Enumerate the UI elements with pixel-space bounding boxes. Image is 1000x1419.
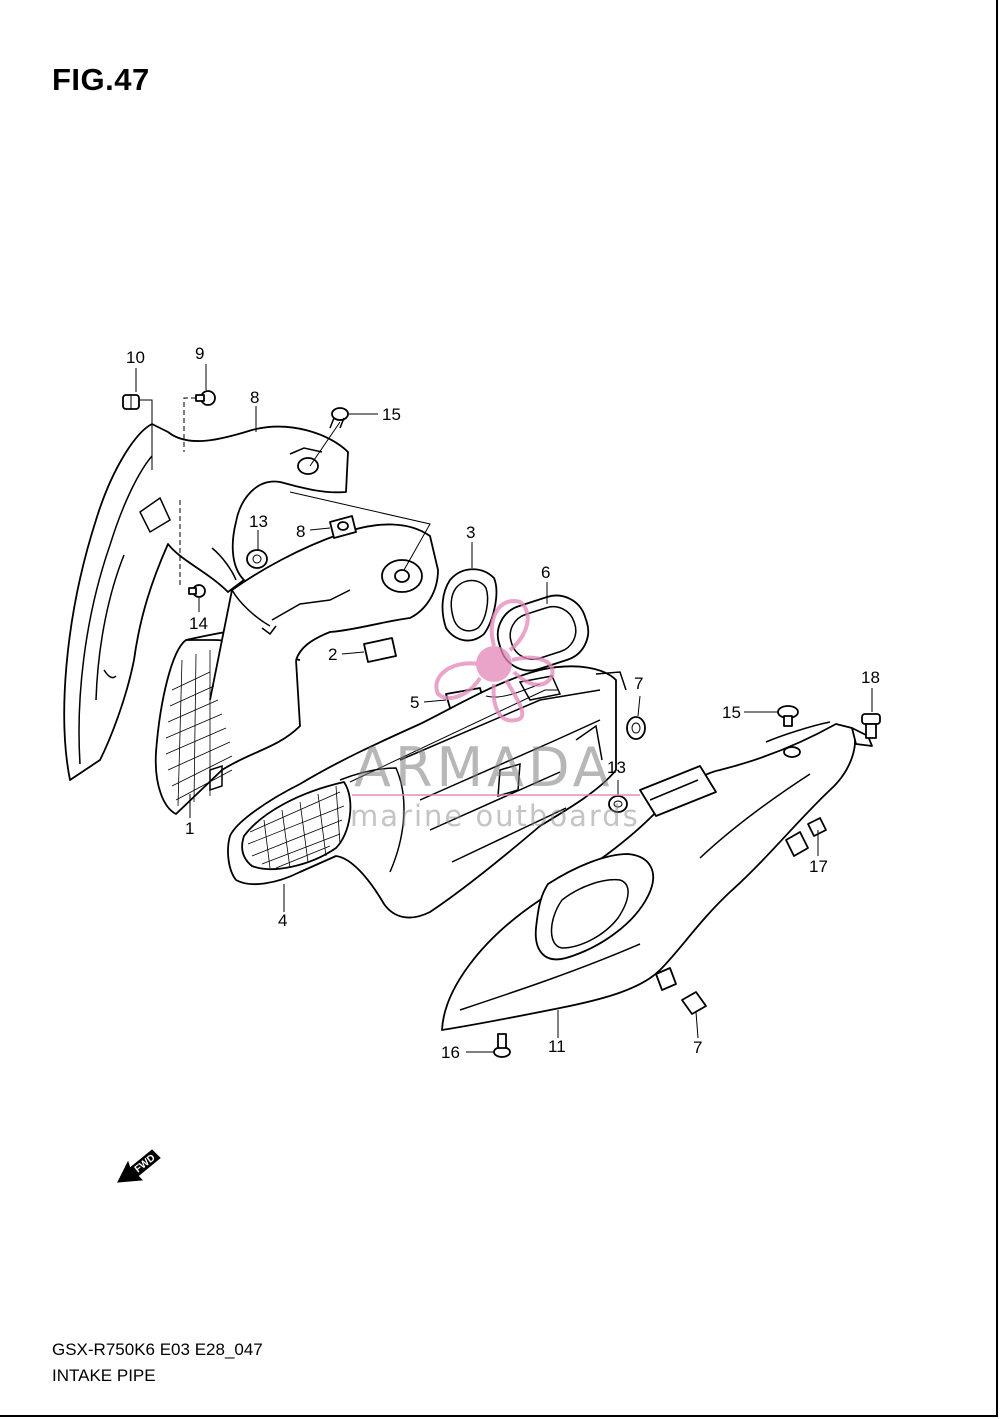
part-14-screw: [188, 584, 206, 598]
part-9-intake-duct-upper: [63, 423, 349, 781]
callout-14: 14: [189, 614, 208, 633]
watermark-petal: [489, 599, 530, 652]
leader-lines: [135, 364, 873, 1053]
callout-10: 11: [548, 1037, 566, 1056]
part-8-grommet-lower: [626, 716, 646, 740]
callout-2: 2: [328, 645, 337, 664]
part-16-screw: [493, 1033, 511, 1058]
part-18-bolt: [861, 713, 881, 739]
fwd-arrow-icon: FWD: [117, 1149, 161, 1183]
callout-18: 18: [861, 668, 880, 687]
callout-12: 10: [126, 348, 145, 367]
part-1-air-intake-grille: [154, 523, 439, 815]
part-11-screw: [195, 390, 216, 406]
part-17-clip-nut: [785, 817, 827, 857]
part-3-seal-ring: [441, 568, 498, 642]
watermark-tagline: marine outboards: [350, 799, 640, 833]
callout-labels: 10 9 8 15 13 8 14 3 6 2 5 7 13 1 4 15 18…: [126, 344, 880, 1062]
watermark-petal: [491, 678, 525, 723]
part-12-bolt: [122, 394, 140, 410]
callout-4: 4: [278, 911, 287, 930]
model-code: GSX-R750K6 E03 E28_047: [52, 1340, 263, 1359]
figure-caption: INTAKE PIPE: [52, 1366, 156, 1385]
callout-17: 17: [809, 857, 828, 876]
callout-13: 13: [607, 758, 626, 777]
part-4-intake-duct-lower: [227, 665, 627, 919]
callout-11: 9: [195, 344, 204, 363]
part-7-clip-nut: [655, 967, 707, 1015]
watermark-logo: [434, 599, 555, 723]
callout-3: 3: [466, 523, 475, 542]
watermark-brand: ARMADA: [354, 736, 614, 799]
callout-7: 7: [693, 1038, 702, 1057]
callout-8: 7: [634, 674, 643, 693]
part-8-grommet-upper: [329, 515, 357, 539]
part-6-gasket: [496, 594, 590, 672]
callout-16: 16: [441, 1043, 460, 1062]
part-15-clip-right: [777, 705, 799, 727]
callout-15: 15: [722, 703, 741, 722]
callout-13: 13: [249, 512, 268, 531]
callout-15: 15: [382, 405, 401, 424]
callout-5: 5: [410, 693, 419, 712]
part-15-clip-upper: [329, 407, 349, 429]
part-13-cushion-upper: [246, 549, 268, 569]
callout-6: 6: [541, 563, 550, 582]
callout-8: 8: [296, 522, 305, 541]
figure-title: FIG.47: [52, 62, 150, 97]
watermark-petal: [511, 655, 555, 687]
watermark-petal: [434, 661, 482, 700]
callout-9: 8: [250, 388, 259, 407]
part-10-cover-panel: [441, 721, 873, 1031]
part-2-seal-pad: [363, 637, 397, 663]
callout-1: 1: [185, 819, 194, 838]
